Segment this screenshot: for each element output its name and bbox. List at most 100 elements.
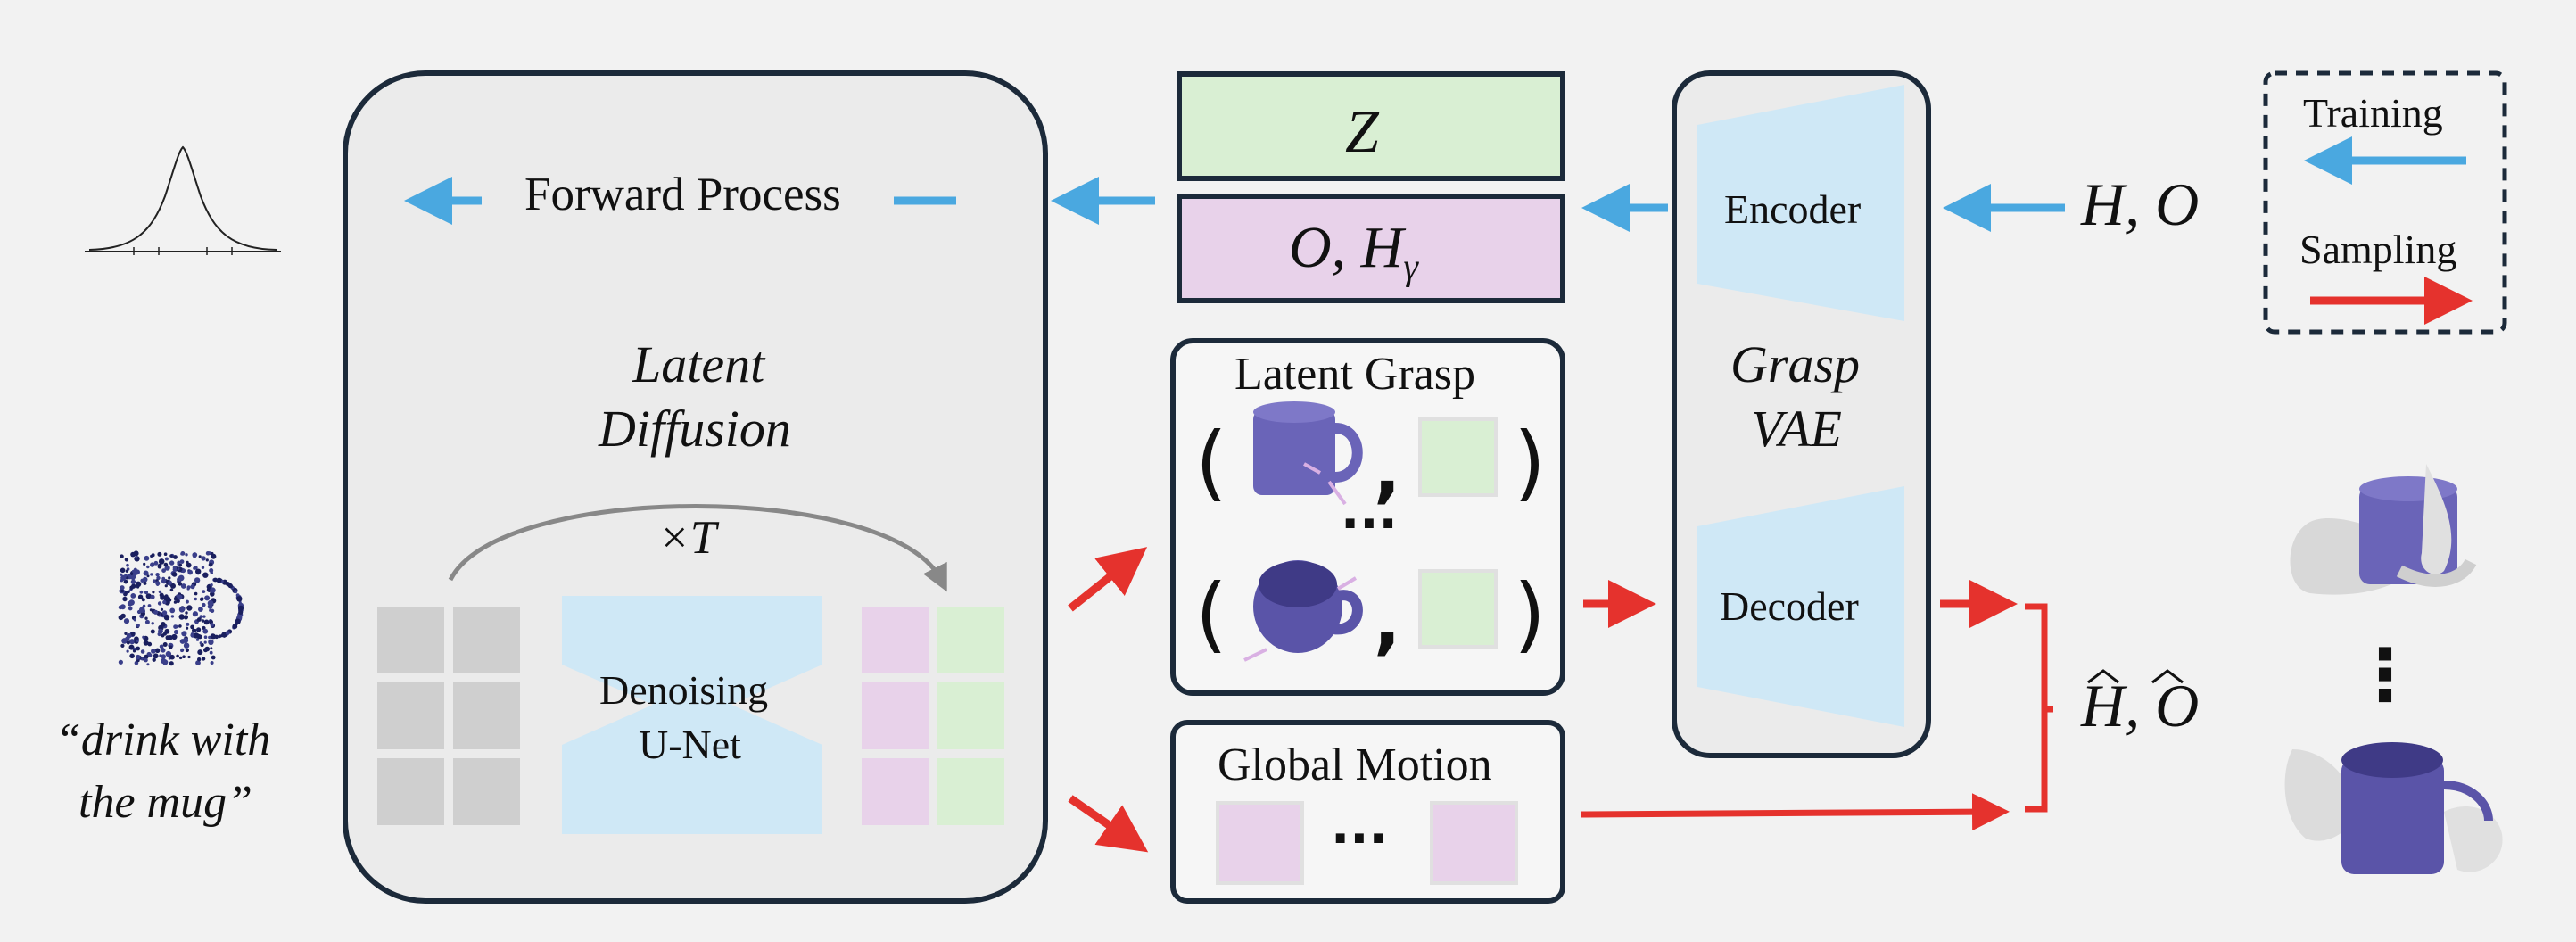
point-cloud-dot (186, 560, 189, 565)
point-cloud-dot (212, 634, 217, 640)
open-paren: ( (1195, 566, 1227, 662)
z-latent-box (1177, 71, 1565, 181)
point-cloud-dot (178, 563, 183, 567)
point-cloud-dot (208, 639, 214, 645)
point-cloud-dot (135, 556, 138, 559)
point-cloud-dot (168, 635, 173, 640)
point-cloud-dot (180, 583, 186, 589)
point-cloud-dot (151, 649, 156, 654)
point-cloud-dot (186, 622, 190, 626)
point-cloud-dot (130, 579, 136, 584)
point-cloud-dot (211, 655, 216, 660)
forward-process-label: Forward Process (524, 169, 841, 220)
point-cloud-dot (120, 604, 126, 610)
point-cloud-dot (168, 576, 171, 580)
comma: , (1374, 580, 1401, 663)
point-cloud-dot (130, 593, 136, 599)
point-cloud-dot (198, 607, 203, 612)
point-cloud-dot (171, 633, 178, 640)
point-cloud-dot (182, 655, 186, 658)
point-cloud-dot (185, 553, 188, 557)
point-cloud-dot (169, 588, 174, 592)
point-cloud-dot (143, 570, 149, 576)
point-cloud-dot (142, 635, 145, 639)
point-cloud-dot (123, 618, 130, 624)
point-cloud-dot (131, 574, 136, 579)
point-cloud-dot (137, 594, 144, 599)
hand-mug-image (2284, 742, 2503, 874)
point-cloud-dot (234, 590, 238, 594)
point-cloud-dot (153, 653, 159, 659)
sampling-arrow (1068, 795, 1149, 853)
mug-icon (1253, 401, 1363, 506)
point-cloud-dot (202, 628, 209, 634)
point-cloud-dot (120, 567, 126, 574)
point-cloud-dot (185, 611, 188, 615)
point-cloud-dot (127, 590, 130, 594)
point-cloud-dot (169, 645, 173, 649)
point-cloud-mug-icon (118, 550, 244, 666)
grasp-vae-title-line1: Grasp (1730, 335, 1861, 393)
point-cloud-dot (163, 562, 169, 567)
point-cloud-dot (163, 615, 170, 621)
motion-latent-square (1430, 801, 1518, 885)
output-bracket (2025, 603, 2053, 813)
legend-training-label: Training (2303, 90, 2443, 136)
point-cloud-dot (197, 649, 203, 656)
point-cloud-dot (122, 596, 128, 602)
point-cloud-dot (157, 601, 162, 606)
point-cloud-dot (144, 591, 149, 595)
gaussian-noise-icon (85, 145, 281, 255)
point-cloud-dot (194, 577, 201, 583)
point-cloud-dot (177, 594, 183, 600)
point-cloud-dot (165, 650, 172, 657)
point-cloud-dot (197, 617, 202, 622)
point-cloud-dot (136, 624, 140, 628)
point-cloud-dot (120, 573, 123, 576)
point-cloud-dot (152, 579, 156, 583)
point-cloud-dot (180, 607, 186, 612)
point-cloud-dot (227, 631, 230, 634)
point-cloud-dot (157, 565, 161, 569)
point-cloud-dot (162, 599, 167, 605)
text-condition-line1: “drink with (55, 715, 271, 765)
point-cloud-dot (195, 568, 202, 574)
point-cloud-dot (227, 583, 233, 589)
point-cloud-dot (136, 646, 141, 651)
point-cloud-dot (123, 579, 128, 584)
point-cloud-dot (169, 554, 173, 558)
point-cloud-dot (173, 629, 179, 635)
hand-mug-image (2290, 464, 2477, 595)
point-cloud-dot (124, 632, 128, 635)
point-cloud-dot (135, 581, 142, 587)
point-cloud-dot (157, 632, 161, 637)
point-cloud-dot (130, 551, 136, 558)
ellipsis-grasp: ··· (1341, 495, 1398, 553)
point-cloud-dot (155, 573, 160, 577)
point-cloud-dot (194, 633, 197, 637)
point-cloud-dot (126, 640, 130, 645)
point-cloud-dot (118, 659, 123, 665)
point-cloud-dot (150, 629, 155, 634)
point-cloud-dot (213, 577, 218, 583)
point-cloud-dot (152, 657, 156, 662)
grasp-latent-square (1418, 417, 1498, 497)
point-cloud-dot (201, 566, 205, 569)
encoder-shape (1697, 85, 1904, 321)
point-cloud-dot (202, 615, 206, 618)
point-cloud-dot (150, 573, 153, 576)
point-cloud-dot (125, 569, 129, 573)
point-cloud-dot (196, 627, 202, 632)
hat-marks (2087, 669, 2184, 684)
point-cloud-dot (128, 644, 135, 650)
point-cloud-dot (203, 635, 208, 639)
sampling-arrow (1068, 547, 1148, 612)
point-cloud-dot (130, 631, 136, 637)
point-cloud-dot (203, 648, 208, 653)
point-cloud-dot (203, 640, 207, 644)
point-cloud-dot (164, 584, 168, 588)
point-cloud-dot (169, 661, 174, 666)
point-cloud-dot (195, 638, 200, 641)
point-cloud-dot (207, 604, 213, 609)
